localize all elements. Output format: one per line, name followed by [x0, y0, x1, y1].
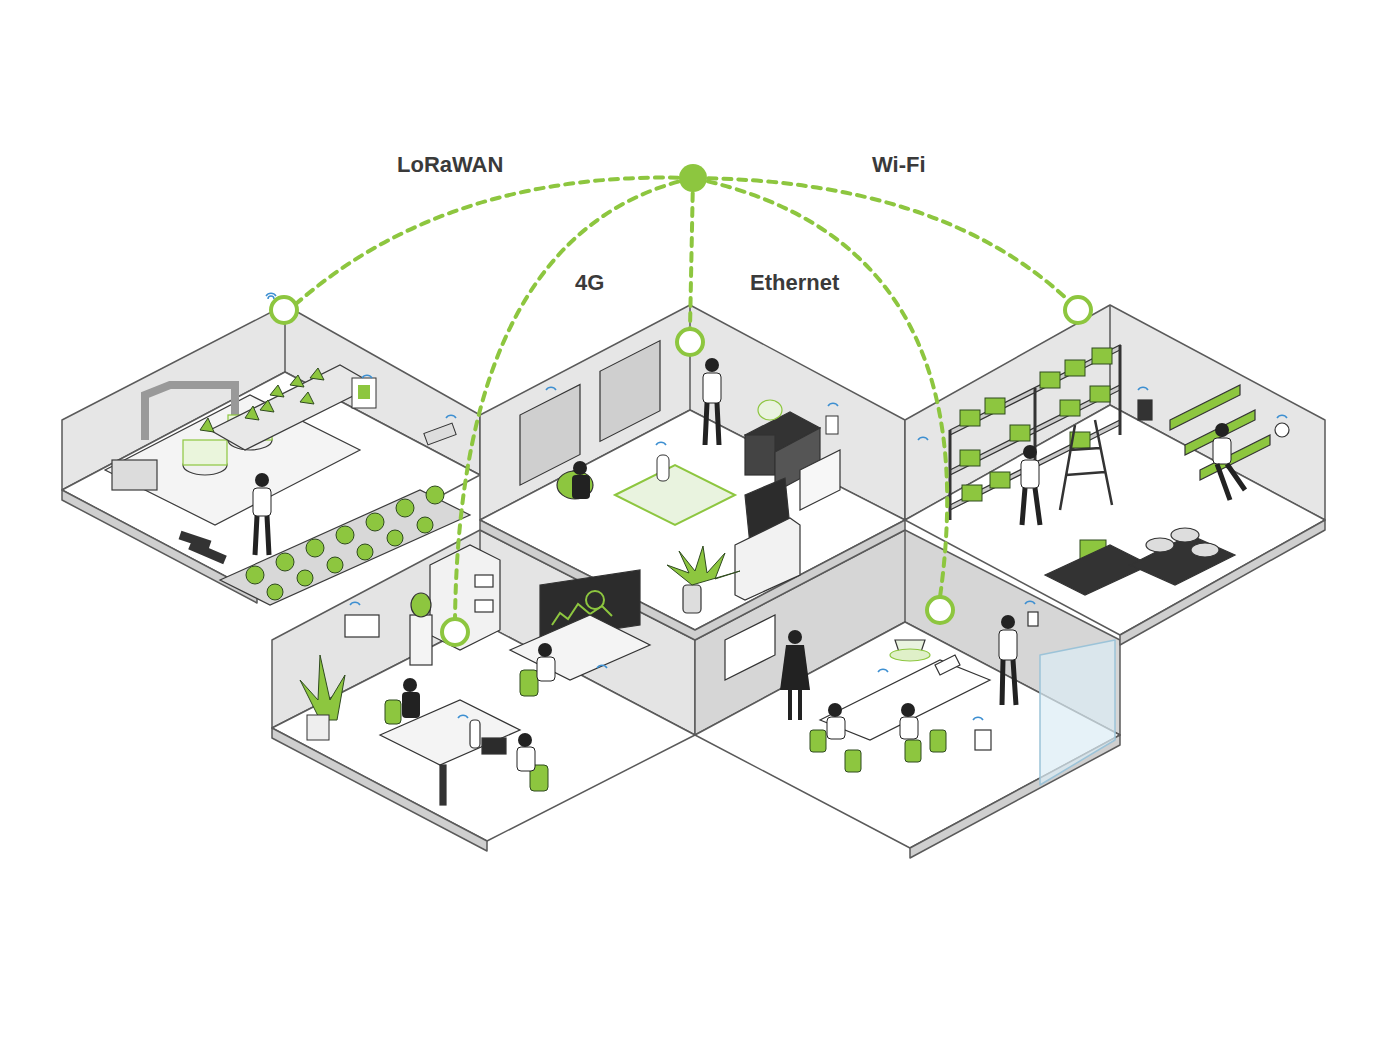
camera: [424, 423, 456, 445]
wall-corner: [904, 530, 906, 622]
potted-plant: [667, 546, 740, 585]
office-chair: [300, 655, 548, 791]
plant-pot: [307, 715, 329, 740]
glass-wall: [1040, 640, 1115, 785]
network-link: [297, 178, 1068, 619]
endpoint-ring: [271, 297, 1091, 645]
room-floor: [905, 405, 1325, 635]
floor-edge: [480, 520, 905, 640]
person-figure: [1021, 423, 1245, 525]
greenhouse-equipment: [105, 365, 470, 605]
office-furniture: [345, 545, 650, 805]
meeting-room-furniture: [725, 612, 1038, 750]
plant-leaves: [200, 368, 444, 600]
wall-sensor: [352, 378, 376, 408]
person-figure: [780, 615, 1017, 739]
hub-dot: [679, 164, 707, 192]
network-label: Wi-Fi: [872, 152, 926, 178]
wall-sensor-screen: [358, 385, 370, 399]
wireless-icon: [266, 293, 1287, 720]
warehouse-equipment: [1045, 385, 1289, 595]
network-label: Ethernet: [750, 270, 839, 296]
storage-box: [960, 348, 1112, 560]
person-figure: [572, 358, 721, 499]
living-room-furniture: [520, 341, 840, 613]
network-label: 4G: [575, 270, 604, 296]
person-figure: [402, 643, 555, 771]
floor-sensor: [657, 455, 669, 481]
floor-edge: [1120, 520, 1325, 645]
room-floor: [272, 622, 695, 841]
network-label: LoRaWAN: [397, 152, 503, 178]
person-figure: [253, 473, 271, 555]
wall-sensor: [826, 416, 838, 434]
